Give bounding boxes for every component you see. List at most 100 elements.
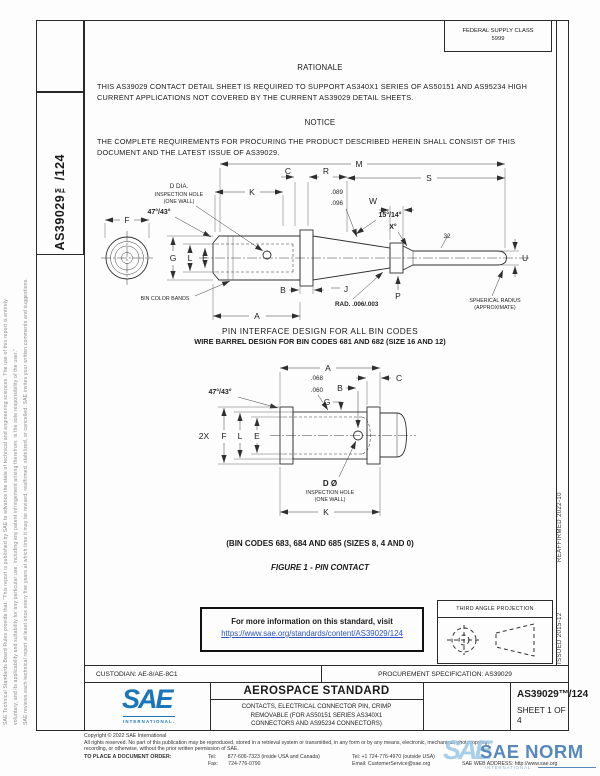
dim-label-g: G xyxy=(170,253,177,263)
title-block: SAE INTERNATIONAL. AEROSPACE STANDARD CO… xyxy=(84,683,588,731)
margin-disclaimer-line1: SAE Technical Standards Board Rules prov… xyxy=(3,299,9,725)
sae-logo-text: SAE xyxy=(122,684,174,714)
caption2-line2: (BIN CODES 683, 684 AND 685 (SIZES 8, 4 … xyxy=(226,539,414,548)
sae-logo-sub: INTERNATIONAL. xyxy=(123,719,176,724)
pin-side-view xyxy=(199,229,529,287)
dim-label-j: J xyxy=(344,284,348,294)
spherical-radius-label: SPHERICAL RADIUS xyxy=(469,298,521,304)
dim-label-l: L xyxy=(188,253,193,263)
d-dia-label: D DIA. xyxy=(170,183,189,190)
angle-taper-label: 15°/14° xyxy=(378,211,401,219)
dim-label-e: E xyxy=(202,253,208,263)
subtitle-line1: CONTACTS, ELECTRICAL CONNECTOR PIN, CRIM… xyxy=(241,703,392,710)
dim-label-f2: F xyxy=(221,431,226,441)
footer-tel-inside: Tel: 877-606-7323 (inside USA and Canada… xyxy=(208,754,320,760)
dim-label-a2: A xyxy=(325,363,331,373)
dim-limit-089: .089 xyxy=(331,189,344,196)
dim-label-l2: L xyxy=(238,431,243,441)
dim-label-c: C xyxy=(285,166,291,176)
subtitle-line2: REMOVABLE (FOR AS50151 SERIES AS340X1 xyxy=(250,711,383,719)
pin-interface-drawing: F M xyxy=(101,159,529,321)
dim-label-r: R xyxy=(323,166,329,176)
wire-barrel-shapes xyxy=(270,406,416,465)
footer-order-label: TO PLACE A DOCUMENT ORDER: xyxy=(84,754,172,760)
footer-rights2: recording, or otherwise, without the pri… xyxy=(84,746,239,752)
standard-subtitle: CONTACTS, ELECTRICAL CONNECTOR PIN, CRIM… xyxy=(210,703,423,729)
approximate-label: (APPROXIMATE) xyxy=(474,305,516,311)
dim-label-p: P xyxy=(395,291,401,301)
wire-barrel-drawing: A C .068 .060 B G 47°/43° 2X F L E xyxy=(199,363,416,517)
margin-disclaimer-line3: SAE reviews each technical report at lea… xyxy=(23,277,29,725)
doc-number-title-block: AS39029™/124 xyxy=(517,689,589,700)
custodian-label: CUSTODIAN: AE-8/AE-8C1 xyxy=(96,671,178,678)
pin-end-view: F xyxy=(101,215,153,285)
bin-color-bands-label: BIN COLOR BANDS xyxy=(141,296,190,302)
dim-label-k: K xyxy=(249,187,255,197)
dim-limit-096: .096 xyxy=(331,200,344,207)
rad-label: RAD. .006/.003 xyxy=(335,301,379,308)
one-wall2-label: (ONE WALL) xyxy=(315,497,346,503)
projection-title: THIRD ANGLE PROJECTION xyxy=(438,601,552,618)
footer-copyright: Copyright © 2022 SAE International xyxy=(84,733,167,739)
fsc-code: 5999 xyxy=(491,36,505,42)
doc-number-box-upper xyxy=(36,20,84,92)
d-dia2-label: D Ø xyxy=(323,479,337,488)
dim-limit-060: .060 xyxy=(311,387,324,394)
inspection-hole2-label: INSPECTION HOLE xyxy=(306,490,355,496)
figure-label: FIGURE 1 - PIN CONTACT xyxy=(270,563,370,572)
dim-label-w: W xyxy=(369,196,377,206)
one-wall-label: (ONE WALL) xyxy=(164,199,195,205)
dim-label-s: S xyxy=(426,173,432,183)
sae-logo: SAE INTERNATIONAL. xyxy=(84,683,210,731)
custodian-row: CUSTODIAN: AE-8/AE-8C1 PROCUREMENT SPECI… xyxy=(84,665,569,683)
sheet-border xyxy=(36,20,569,731)
more-info-box: For more information on this standard, v… xyxy=(200,607,424,652)
footer-tel-outside: Tel: +1 724-776-4970 (outside USA) xyxy=(352,754,435,760)
fsc-label: FEDERAL SUPPLY CLASS xyxy=(462,28,534,34)
doc-number-vertical: AS39029™/124 xyxy=(53,153,67,250)
dim-label-m: M xyxy=(355,159,362,169)
dim-label-b2: B xyxy=(337,383,343,393)
dim-label-a: A xyxy=(254,311,260,321)
dim-label-b: B xyxy=(280,285,286,295)
third-angle-projection-icon xyxy=(447,623,535,657)
watermark-rule xyxy=(538,767,596,768)
footer-web-address: SAE WEB ADDRESS: http://www.sae.org xyxy=(462,761,558,767)
rationale-text: THIS AS39029 CONTACT DETAIL SHEET IS REQ… xyxy=(97,82,528,102)
custodian-divider xyxy=(321,666,322,682)
standard-link[interactable]: https://www.sae.org/standards/content/AS… xyxy=(221,629,403,638)
notice-heading: NOTICE xyxy=(304,118,336,127)
footer-rights1: All rights reserved. No part of this pub… xyxy=(84,740,489,746)
footer-fax: Fax: 724-776-0790 xyxy=(208,761,261,767)
federal-supply-class-box: FEDERAL SUPPLY CLASS 5999 xyxy=(444,20,552,52)
dim-label-e2: E xyxy=(254,431,260,441)
aerospace-standard-heading: AEROSPACE STANDARD xyxy=(243,685,390,697)
pin-dimensions: M S K C R .089 .096 xyxy=(141,159,529,321)
margin-disclaimer-line2: voluntary, and its applicability and sui… xyxy=(13,348,19,725)
sheet-number: SHEET 1 OF 4 xyxy=(517,705,566,725)
reaffirmed-date-vertical: REAFFIRMED 2022-10 xyxy=(557,492,563,562)
frame-left-line xyxy=(84,20,85,731)
angle-x-label: X° xyxy=(389,223,397,231)
inspection-hole-label: INSPECTION HOLE xyxy=(155,192,204,198)
caption1-line2: WIRE BARREL DESIGN FOR BIN CODES 681 AND… xyxy=(194,337,446,346)
footer-email: Email: CustomerService@sae.org xyxy=(352,761,431,767)
angle-barrel2-label: 47°/43° xyxy=(208,388,231,396)
dim-label-c2: C xyxy=(396,373,402,383)
date-strip-line xyxy=(556,20,557,665)
doc-number-box: AS39029™/124 xyxy=(36,92,84,255)
dim-label-u: U xyxy=(522,253,528,263)
dim-label-k2: K xyxy=(323,507,329,517)
dim-limit-068: .068 xyxy=(311,375,324,382)
dim-label-2x: 2X xyxy=(199,431,210,441)
dim-label-g2: G xyxy=(324,397,331,407)
projection-box: THIRD ANGLE PROJECTION xyxy=(437,600,553,664)
subtitle-line3: CONNECTORS AND AS95234 CONNECTORS) xyxy=(251,720,382,728)
issued-date-vertical: ISSUED 2015-12 xyxy=(557,612,563,664)
caption1-line1: PIN INTERFACE DESIGN FOR ALL BIN CODES xyxy=(221,326,419,336)
angle-barrel-label: 47°/43° xyxy=(147,208,170,216)
wire-barrel-dimensions: A C .068 .060 B G 47°/43° 2X F L E xyxy=(199,363,402,517)
rationale-heading: RATIONALE xyxy=(297,63,343,72)
notice-text: THE COMPLETE REQUIREMENTS FOR PROCURING … xyxy=(97,137,516,157)
